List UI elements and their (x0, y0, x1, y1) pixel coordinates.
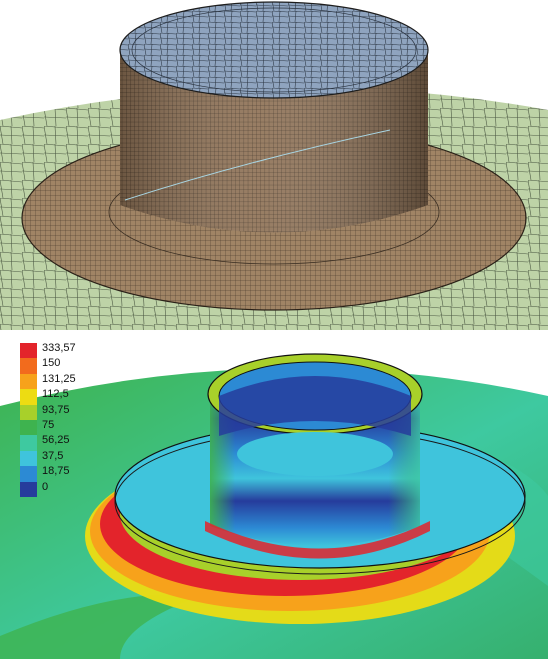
legend-row: 131,25 (20, 372, 100, 390)
cylinder-shading (120, 52, 428, 233)
cylinder-red-base (205, 521, 430, 559)
legend-row: 37,5 (20, 449, 100, 467)
legend-row: 150 (20, 357, 100, 374)
legend-swatch (20, 466, 37, 482)
legend-row: 75 (20, 418, 100, 436)
legend-swatch (20, 343, 37, 359)
legend-label: 112,5 (42, 388, 69, 401)
legend-label: 93,75 (42, 403, 70, 416)
legend-row: 0 (20, 480, 100, 497)
legend-row: 93,75 (20, 403, 100, 420)
shell-warm-band (0, 594, 200, 659)
legend-swatch (20, 481, 37, 497)
legend-label: 150 (42, 357, 61, 370)
stress-model-svg (0, 353, 548, 659)
legend-label: 56,25 (42, 434, 70, 447)
legend-swatch (20, 404, 37, 420)
legend-label: 333,57 (42, 342, 76, 354)
legend-swatch (20, 450, 37, 467)
legend-swatch (20, 419, 37, 436)
legend-swatch (20, 373, 37, 390)
legend-row: 56,25 (20, 434, 100, 451)
cylinder-top-rim (131, 7, 417, 93)
legend-row: 112,5 (20, 388, 100, 405)
legend-label: 0 (42, 480, 49, 493)
legend-row: 333,57 (20, 342, 100, 359)
stress-legend: 333,57 150 131,25 112,5 93,75 75 56,25 37,5 18,7… (20, 342, 100, 497)
legend-swatch (20, 358, 37, 374)
cylinder-inner-wall (219, 376, 411, 436)
legend-label: 131,25 (42, 372, 76, 385)
mesh-model-svg (0, 0, 548, 330)
legend-swatch (20, 435, 37, 451)
cylinder-seam (124, 129, 391, 201)
legend-swatch (20, 389, 37, 405)
legend-label: 37,5 (42, 449, 64, 462)
legend-label: 75 (42, 418, 55, 431)
cylinder-inner-floor (237, 432, 393, 476)
legend-label: 18,75 (42, 465, 70, 478)
cylinder-top-face (119, 1, 429, 99)
legend-row: 18,75 (20, 465, 100, 482)
stress-contour-view: 333,57 150 131,25 112,5 93,75 75 56,25 37,5 18,7… (0, 336, 548, 659)
mesh-view (0, 0, 548, 330)
